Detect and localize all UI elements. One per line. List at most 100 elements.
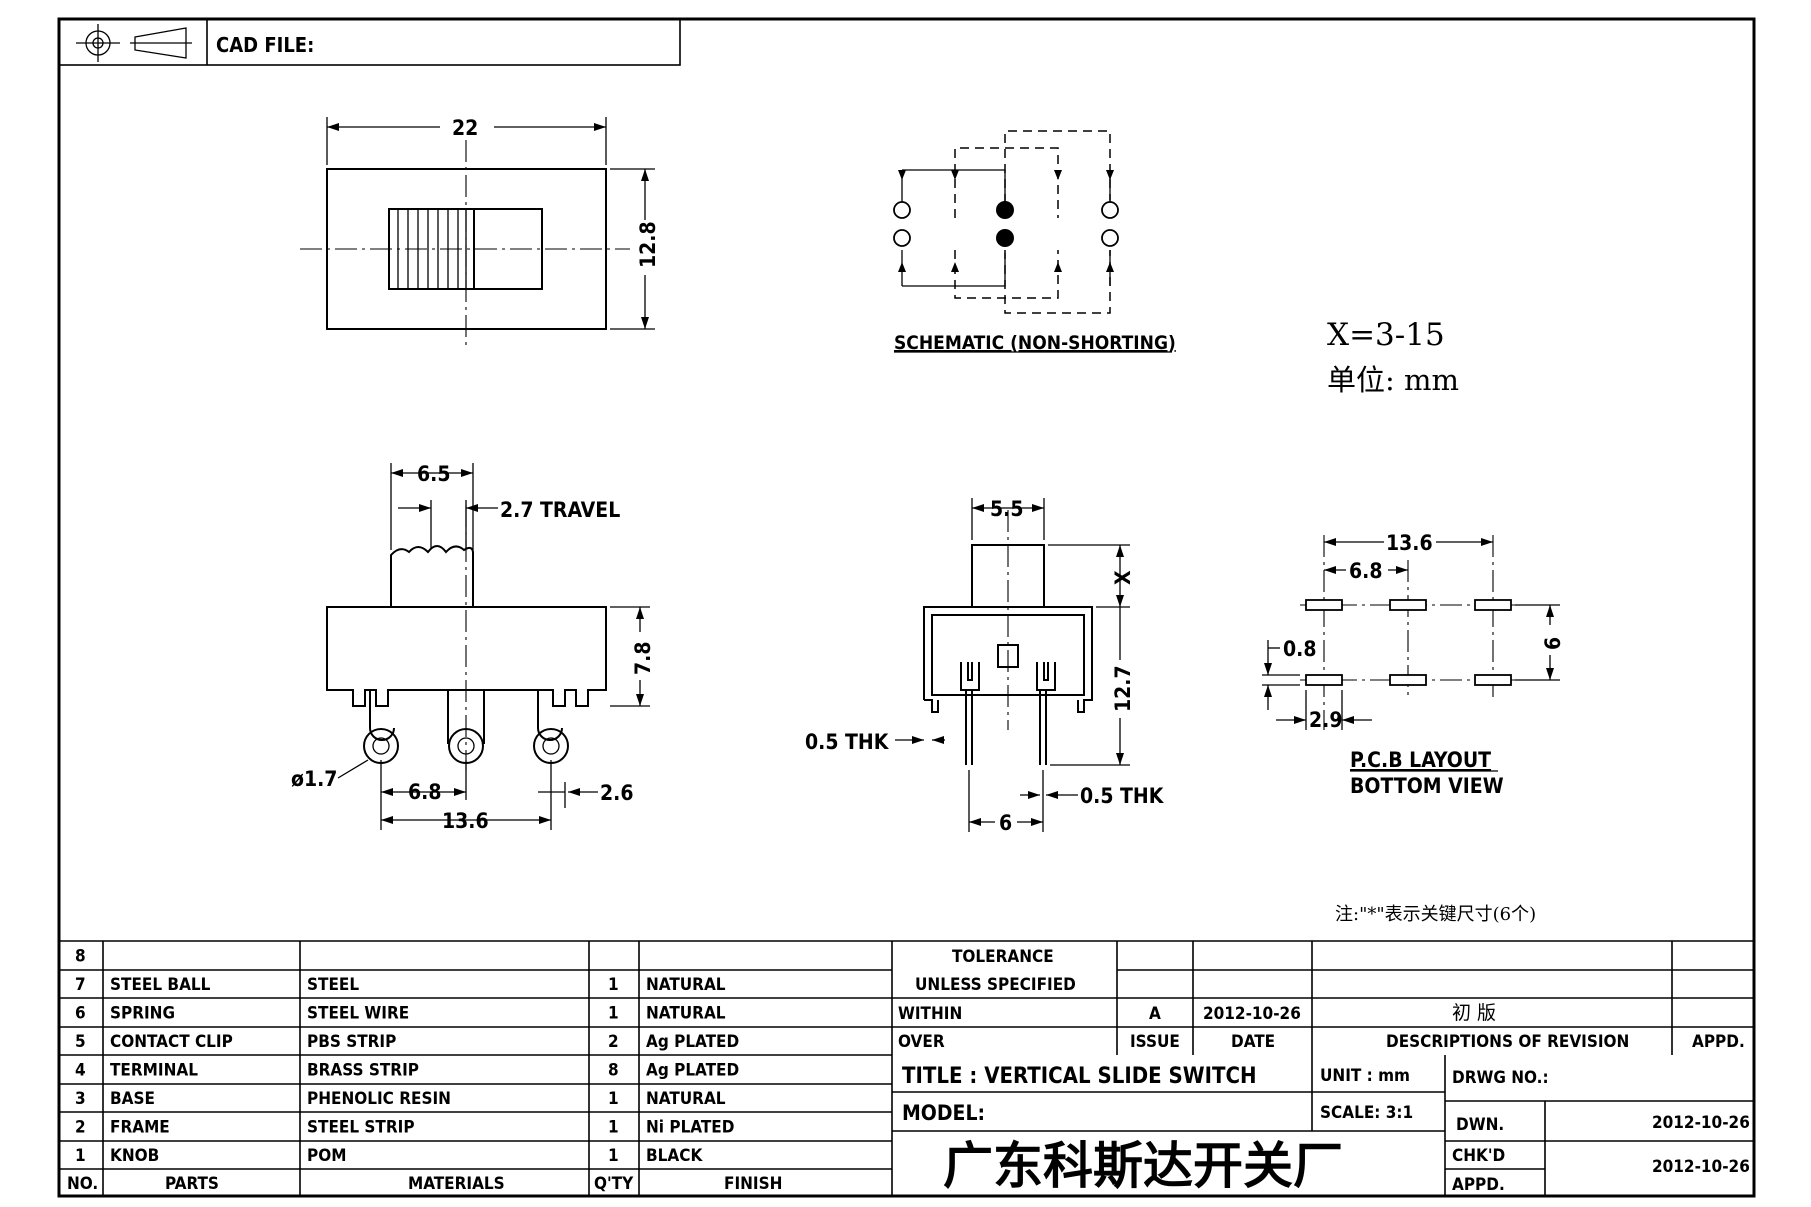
row-material: POM xyxy=(307,1146,346,1166)
revision-block: TOLERANCE UNLESS SPECIFIED WITHIN OVER A… xyxy=(892,940,1754,1055)
row-no: 3 xyxy=(75,1089,86,1109)
dwn-label: DWN. xyxy=(1456,1115,1504,1135)
schematic-caption: SCHEMATIC (NON-SHORTING) xyxy=(894,332,1176,354)
travel-dim: 2.7 TRAVEL xyxy=(500,498,620,522)
row-no: 6 xyxy=(75,1004,86,1024)
appd-label: APPD. xyxy=(1692,1032,1745,1052)
row-qty: 1 xyxy=(608,1118,619,1138)
header-materials: MATERIALS xyxy=(408,1174,505,1194)
header-qty: Q'TY xyxy=(594,1174,634,1194)
date-label: DATE xyxy=(1231,1032,1275,1052)
frame-thk-dim: 0.5 THK xyxy=(805,730,890,754)
row-qty: 8 xyxy=(608,1061,619,1081)
table-row: 8 xyxy=(75,947,86,967)
row-part: KNOB xyxy=(110,1146,159,1166)
cad-file-label: CAD FILE: xyxy=(216,33,314,57)
pcb-caption-line2: BOTTOM VIEW xyxy=(1350,774,1504,798)
pin-pitch-dim: 6.8 xyxy=(408,780,441,804)
row-qty: 1 xyxy=(608,1146,619,1166)
row-finish: Ag PLATED xyxy=(646,1032,739,1052)
row-finish: NATURAL xyxy=(646,1089,726,1109)
tolerance-over: OVER xyxy=(898,1032,945,1052)
row-qty: 1 xyxy=(608,1004,619,1024)
pcb-pad-length-dim: 2.9 xyxy=(1309,708,1342,732)
unit-note: 单位: mm xyxy=(1327,363,1459,397)
table-row: 6 SPRING STEEL WIRE 1 NATURAL xyxy=(75,1004,726,1024)
row-material: PBS STRIP xyxy=(307,1032,396,1052)
pcb-layout: 13.6 6.8 0.8 6 2.9 P.C.B LAYOUT BOTTOM V… xyxy=(1262,531,1565,798)
desc-label: DESCRIPTIONS OF REVISION xyxy=(1386,1032,1629,1052)
row-qty: 1 xyxy=(608,975,619,995)
row-finish: NATURAL xyxy=(646,975,726,995)
top-width-dim: 22 xyxy=(452,116,478,140)
header-finish: FINISH xyxy=(724,1174,782,1194)
revision-date: 2012-10-26 xyxy=(1203,1004,1301,1024)
tolerance-line2: UNLESS SPECIFIED xyxy=(915,975,1076,995)
pin-thk-dim: 0.5 THK xyxy=(1080,784,1165,808)
row-no: 1 xyxy=(75,1146,86,1166)
knob-width-dim: 6.5 xyxy=(417,462,450,486)
title-block: TITLE : VERTICAL SLIDE SWITCH MODEL: UNI… xyxy=(892,1055,1754,1197)
chkd-date: 2012-10-26 xyxy=(1652,1157,1750,1177)
x-range-note: X=3-15 xyxy=(1327,317,1445,353)
side-knob-width-dim: 5.5 xyxy=(990,497,1023,521)
row-qty: 1 xyxy=(608,1089,619,1109)
header-block: CAD FILE: xyxy=(58,18,681,66)
row-material: STEEL STRIP xyxy=(307,1118,415,1138)
key-dimension-footnote: 注:"*"表示关键尺寸(6个) xyxy=(1335,904,1536,925)
row-no: 4 xyxy=(75,1061,86,1081)
row-part: SPRING xyxy=(110,1004,175,1024)
front-view: 6.5 2.7 TRAVEL 7.8 ø1.7 6.8 13.6 2.6 xyxy=(291,462,655,833)
row-no: 7 xyxy=(75,975,86,995)
pcb-row-pitch-dim: 6 xyxy=(1541,637,1565,650)
row-no: 2 xyxy=(75,1118,86,1138)
revision-description: 初 版 xyxy=(1452,1002,1496,1024)
dwn-date: 2012-10-26 xyxy=(1652,1113,1750,1133)
side-body-height-dim: 12.7 xyxy=(1111,665,1135,712)
side-pin-pitch-dim: 6 xyxy=(999,811,1012,835)
hole-dia-dim: ø1.7 xyxy=(291,767,337,791)
row-part: CONTACT CLIP xyxy=(110,1032,233,1052)
table-row: 4 TERMINAL BRASS STRIP 8 Ag PLATED xyxy=(75,1061,739,1081)
scale-label: SCALE: 3:1 xyxy=(1320,1103,1413,1123)
drwg-no-label: DRWG NO.: xyxy=(1452,1068,1549,1088)
pin-width-dim: 2.6 xyxy=(600,781,633,805)
tolerance-line1: TOLERANCE xyxy=(952,947,1054,967)
row-material: BRASS STRIP xyxy=(307,1061,419,1081)
model-label: MODEL: xyxy=(902,1101,985,1125)
row-finish: Ag PLATED xyxy=(646,1061,739,1081)
row-finish: BLACK xyxy=(646,1146,703,1166)
row-part: BASE xyxy=(110,1089,155,1109)
row-material: STEEL WIRE xyxy=(307,1004,409,1024)
chkd-label: CHK'D xyxy=(1452,1146,1505,1166)
top-view: 22 12.8 xyxy=(300,116,660,345)
table-row: 3 BASE PHENOLIC RESIN 1 NATURAL xyxy=(75,1089,726,1109)
body-height-dim: 7.8 xyxy=(631,642,655,675)
row-no: 8 xyxy=(75,947,86,967)
top-height-dim: 12.8 xyxy=(636,221,660,268)
unit-label: UNIT : mm xyxy=(1320,1066,1410,1086)
drawing-title: TITLE : VERTICAL SLIDE SWITCH xyxy=(902,1064,1257,1089)
header-parts: PARTS xyxy=(165,1174,219,1194)
row-no: 5 xyxy=(75,1032,86,1052)
knob-height-dim: X xyxy=(1111,570,1135,585)
pcb-pad-width-dim: 0.8 xyxy=(1283,637,1316,661)
tolerance-within: WITHIN xyxy=(898,1004,962,1024)
row-finish: NATURAL xyxy=(646,1004,726,1024)
pin-span-dim: 13.6 xyxy=(442,809,489,833)
first-angle-projection-icon xyxy=(76,24,192,62)
appd-sign-label: APPD. xyxy=(1452,1175,1505,1195)
row-finish: Ni PLATED xyxy=(646,1118,734,1138)
schematic-diagram: SCHEMATIC (NON-SHORTING) xyxy=(893,130,1176,354)
pcb-caption-line1: P.C.B LAYOUT xyxy=(1350,748,1491,772)
row-material: PHENOLIC RESIN xyxy=(307,1089,451,1109)
row-material: STEEL xyxy=(307,975,359,995)
row-part: TERMINAL xyxy=(110,1061,198,1081)
pcb-pitch-dim: 6.8 xyxy=(1349,559,1382,583)
